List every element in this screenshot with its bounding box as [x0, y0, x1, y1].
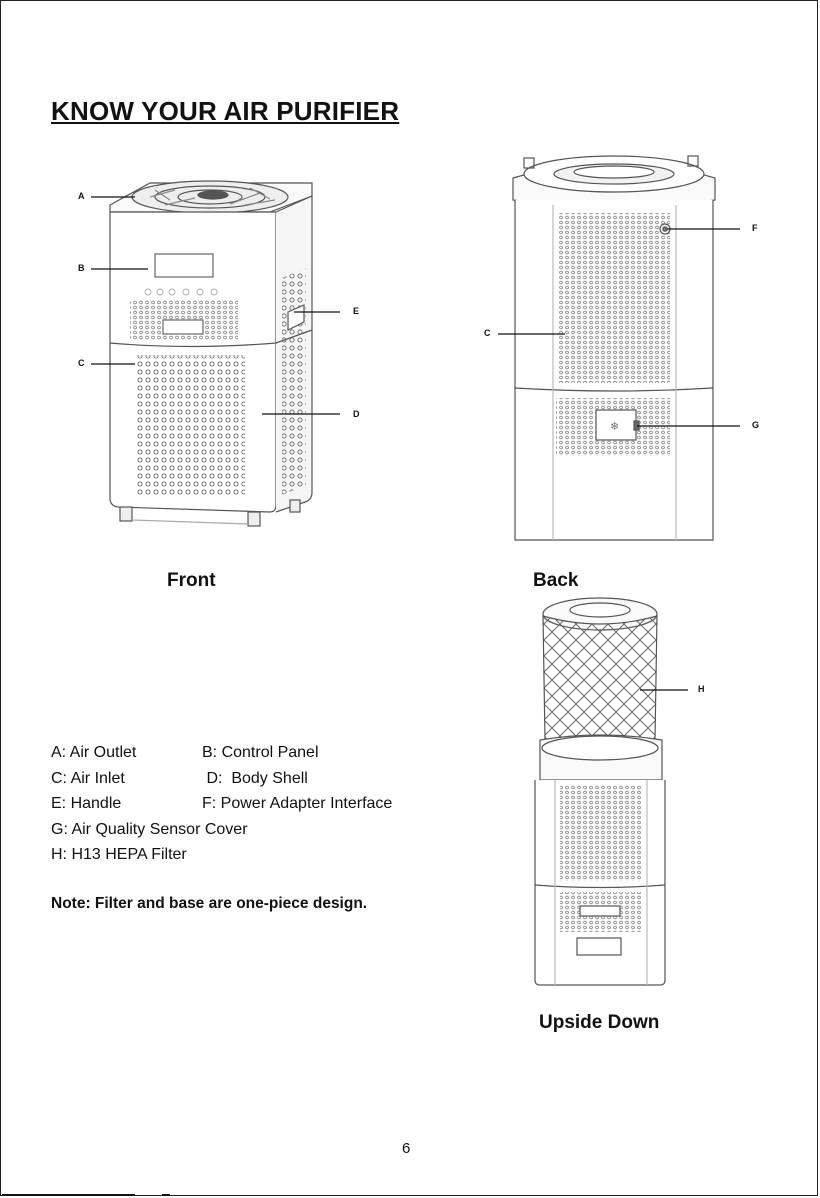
legend-item-b: B: Control Panel	[202, 740, 319, 766]
legend-row: A: Air Outlet B: Control Panel	[51, 740, 248, 766]
caption-upside-down: Upside Down	[539, 1012, 659, 1034]
legend-item-h: H: H13 HEPA Filter	[51, 846, 187, 863]
footer-line	[2, 1194, 135, 1196]
label-g: G	[752, 420, 759, 430]
caption-back: Back	[533, 570, 578, 592]
parts-legend: A: Air Outlet B: Control Panel C: Air In…	[51, 740, 248, 868]
svg-text:❄: ❄	[610, 420, 619, 433]
page-number: 6	[402, 1140, 410, 1157]
legend-item-a: A: Air Outlet	[51, 744, 136, 761]
legend-item-e: E: Handle	[51, 795, 121, 812]
back-view-illustration: ❄	[513, 156, 715, 540]
label-e: E	[353, 306, 359, 316]
upside-down-illustration	[535, 598, 665, 985]
legend-item-d: D: Body Shell	[202, 766, 308, 792]
label-c-back: C	[484, 328, 491, 338]
legend-item-c: C: Air Inlet	[51, 770, 125, 787]
legend-item-g: G: Air Quality Sensor Cover	[51, 821, 248, 838]
label-a: A	[78, 191, 85, 201]
front-view-illustration	[110, 181, 312, 526]
legend-row: C: Air Inlet D: Body Shell	[51, 766, 248, 792]
footer-mark	[162, 1194, 170, 1196]
label-b: B	[78, 263, 85, 273]
legend-row: E: Handle F: Power Adapter Interface	[51, 791, 248, 817]
caption-front: Front	[167, 570, 216, 592]
design-note: Note: Filter and base are one-piece desi…	[51, 895, 367, 913]
legend-item-f: F: Power Adapter Interface	[202, 791, 392, 817]
label-d: D	[353, 409, 360, 419]
label-f: F	[752, 223, 758, 233]
legend-row: H: H13 HEPA Filter	[51, 842, 248, 868]
label-h: H	[698, 684, 705, 694]
legend-row: G: Air Quality Sensor Cover	[51, 817, 248, 843]
label-c-front: C	[78, 358, 85, 368]
